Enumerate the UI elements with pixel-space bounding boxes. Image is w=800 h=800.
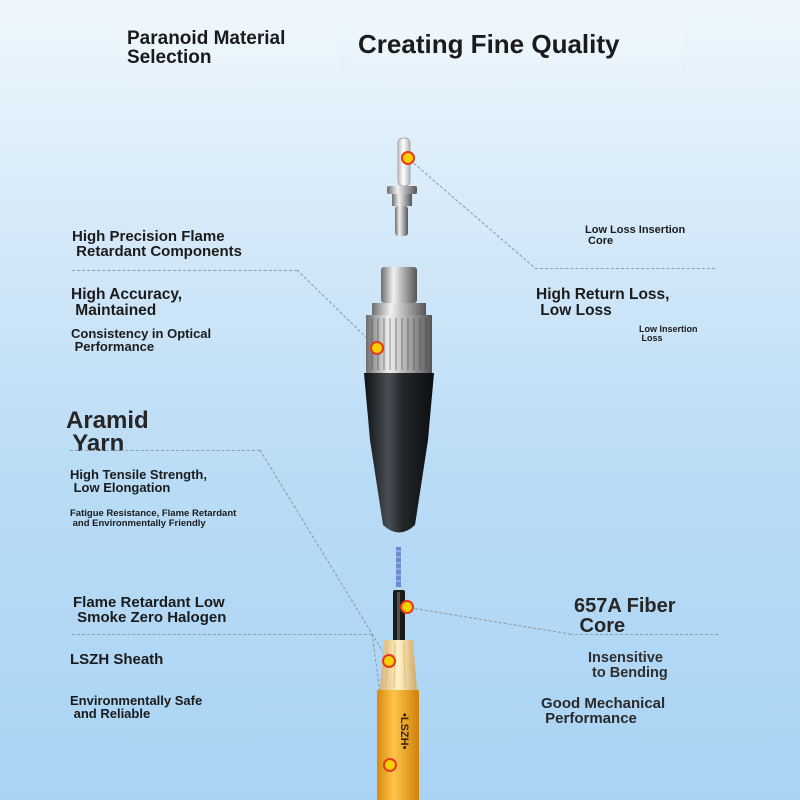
label-env-safe: Environmentally Safe and Reliable <box>70 693 203 722</box>
label-fiber-core: 657A Fiber Core <box>574 595 676 638</box>
connector-boot <box>364 373 434 533</box>
divider-line <box>70 450 260 451</box>
label-aramid-yarn: Aramid Yarn <box>66 407 149 457</box>
label-insertion-loss: Low Insertion Loss <box>639 324 698 344</box>
label-accuracy: High Accuracy, Maintained <box>71 286 183 319</box>
divider-line <box>535 268 715 269</box>
divider-line <box>72 634 372 635</box>
divider-line <box>72 270 297 271</box>
label-fatigue: Fatigue Resistance, Flame Retardant and … <box>70 508 237 529</box>
header-panel-left <box>120 18 340 76</box>
label-flame-components: High Precision Flame Retardant Component… <box>72 228 243 261</box>
connector-head <box>366 267 432 373</box>
divider-line <box>570 634 718 635</box>
label-consistency: Consistency in Optical Performance <box>71 326 212 355</box>
label-lszh-low-smoke: Flame Retardant Low Smoke Zero Halogen <box>73 594 227 627</box>
label-insertion-core: Low Loss Insertion Core <box>585 224 686 248</box>
callout-marker <box>370 151 415 772</box>
header-left-title: Paranoid Material Selection <box>127 28 286 69</box>
label-lszh-sheath: LSZH Sheath <box>70 651 164 668</box>
label-return-loss: High Return Loss, Low Loss <box>536 286 670 319</box>
label-tensile: High Tensile Strength, Low Elongation <box>70 467 207 496</box>
header-panel-right <box>352 18 682 76</box>
jacket-print: •LSZH• <box>398 713 410 750</box>
header-right-title: Creating Fine Quality <box>358 29 620 59</box>
label-insensitive: Insensitive to Bending <box>588 650 668 681</box>
label-mechanical: Good Mechanical Performance <box>541 695 666 728</box>
